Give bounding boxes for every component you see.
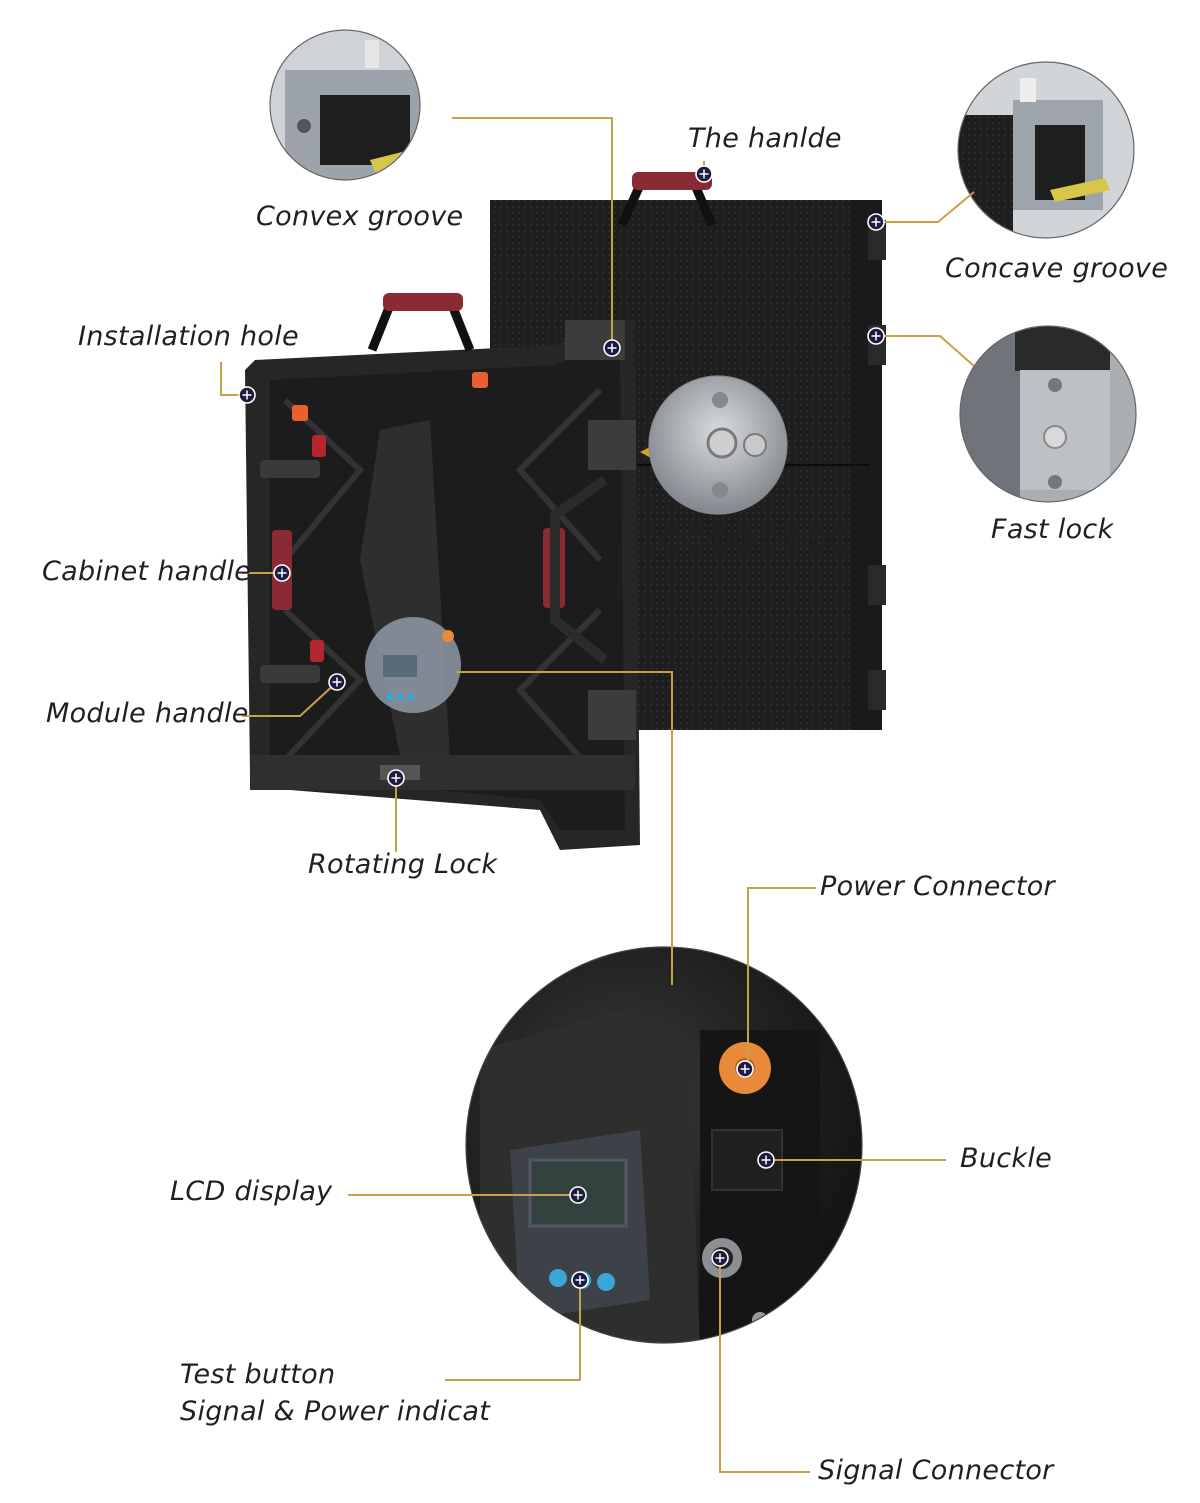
marker-concave-groove-icon [867, 213, 885, 231]
marker-signal-connector-icon [711, 1249, 729, 1267]
marker-lcd-display-icon [569, 1186, 587, 1204]
label-signal-power-indicator: Signal & Power indicat [180, 1396, 491, 1427]
label-module-handle: Module handle [46, 698, 249, 729]
marker-power-connector-icon [736, 1060, 754, 1078]
marker-test-button-icon [571, 1271, 589, 1289]
fast-lock-detail [960, 326, 1136, 502]
marker-fast-lock-icon [867, 327, 885, 345]
marker-cabinet-handle-icon [273, 564, 291, 582]
leader-lines [220, 117, 975, 1473]
label-convex-groove: Convex groove [256, 201, 464, 232]
label-the-handle: The hanlde [688, 123, 842, 154]
marker-convex-groove-icon [603, 339, 621, 357]
marker-buckle-icon [757, 1151, 775, 1169]
label-rotating-lock: Rotating Lock [308, 849, 498, 880]
label-fast-lock: Fast lock [991, 514, 1114, 545]
label-buckle: Buckle [960, 1143, 1053, 1174]
cabinet-back [245, 293, 640, 850]
label-installation-hole: Installation hole [78, 321, 299, 352]
marker-installation-hole-icon [238, 386, 256, 404]
connector-panel-detail [466, 947, 862, 1343]
label-signal-connector: Signal Connector [818, 1455, 1054, 1486]
label-cabinet-handle: Cabinet handle [42, 556, 252, 587]
label-test-button: Test button [180, 1359, 336, 1390]
markers [238, 165, 885, 1289]
top-handle-graphic [617, 172, 717, 227]
convex-groove-detail [270, 30, 420, 180]
label-lcd-display: LCD display [170, 1176, 333, 1207]
marker-module-handle-icon [328, 673, 346, 691]
label-power-connector: Power Connector [820, 871, 1055, 902]
label-position-bead: position bead [658, 523, 845, 554]
marker-the-handle-icon [695, 165, 713, 183]
position-bead-detail [649, 376, 787, 514]
concave-groove-detail [958, 62, 1134, 238]
marker-rotating-lock-icon [387, 769, 405, 787]
label-concave-groove: Concave groove [945, 253, 1169, 284]
